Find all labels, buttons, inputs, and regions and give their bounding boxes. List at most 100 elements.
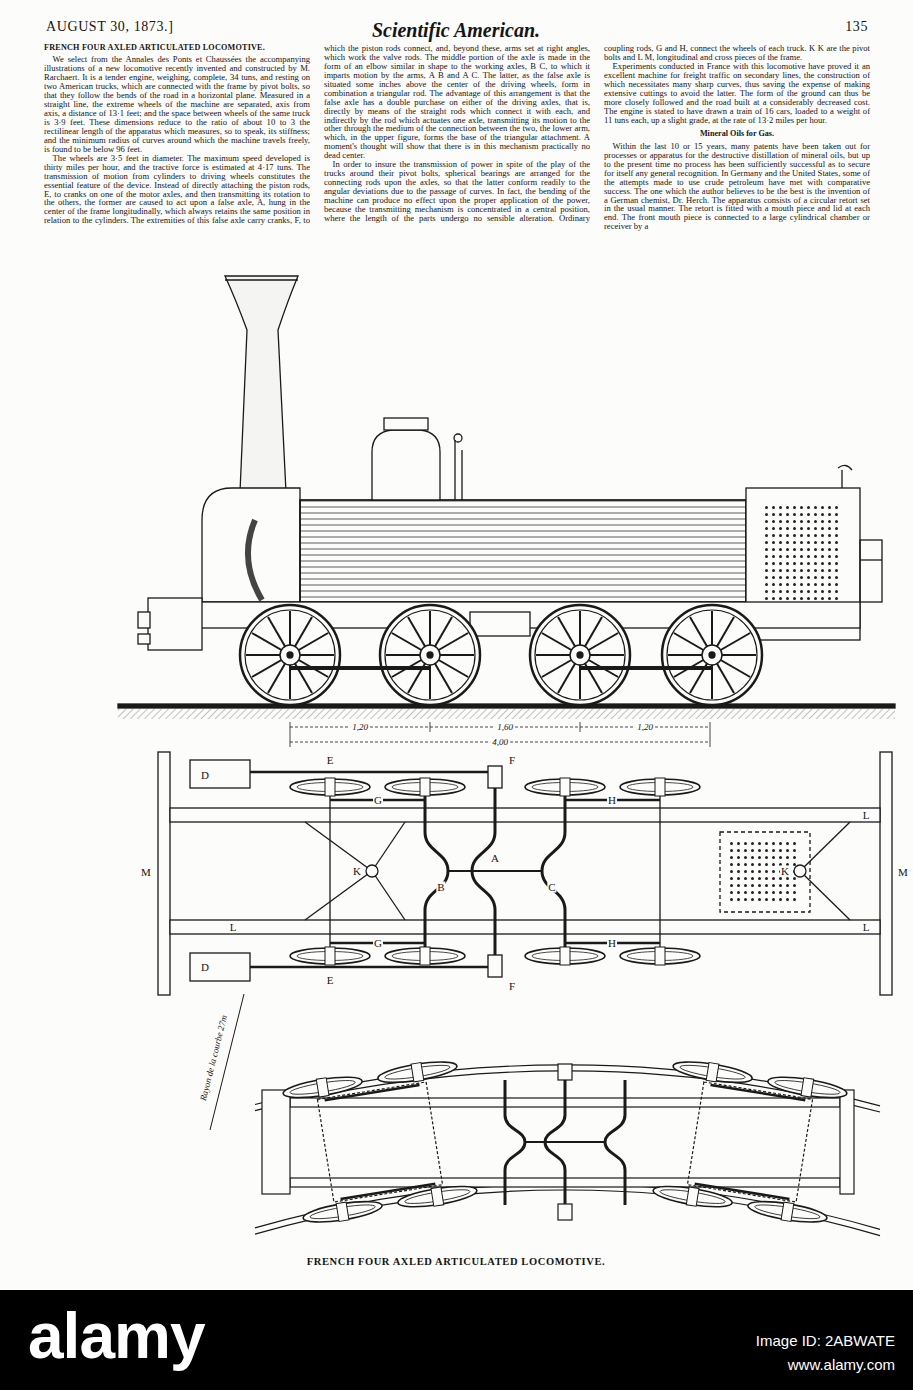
side-elevation-part (461, 450, 462, 500)
curved-plan-view-part-part (747, 1197, 829, 1227)
plan-view-part (329, 795, 330, 948)
curved-plan-view (210, 994, 880, 1236)
plan-view-part (720, 832, 810, 912)
dimension: 1,20 (350, 723, 370, 732)
side-elevation-part (384, 418, 428, 430)
side-elevation-part (710, 722, 711, 747)
side-elevation-part (430, 722, 431, 732)
curved-plan-view-part-part (711, 1085, 806, 1100)
issue-date: AUGUST 30, 1873.] (46, 20, 173, 34)
part-letter: M (897, 867, 909, 878)
side-elevation-part (454, 440, 455, 500)
curved-plan-view-part (558, 1204, 572, 1220)
plan-view-part (170, 920, 880, 934)
side-elevation-part (380, 605, 480, 705)
watermark-band (0, 1290, 913, 1390)
plan-view-part (372, 822, 405, 871)
part-letter: F (508, 981, 516, 992)
side-elevation-part (838, 465, 852, 470)
plan-view-part (425, 795, 448, 948)
plan-view-part (290, 778, 370, 796)
part-letter: D (200, 770, 210, 781)
part-letter: K (780, 866, 790, 877)
side-elevation-part (300, 500, 746, 602)
part-letter: B (436, 882, 445, 893)
dimension: 1,20 (635, 723, 655, 732)
curved-plan-view-part (255, 1184, 880, 1229)
dimension: 4,00 (490, 738, 510, 747)
watermark-logo: alamy (28, 1304, 204, 1368)
plan-view-part (730, 840, 800, 904)
plan-view-part (170, 808, 880, 822)
curved-plan-view-part (525, 1141, 605, 1143)
plan-view-part (158, 752, 170, 995)
plan-view-part (250, 771, 488, 774)
plan-view-part (525, 778, 605, 796)
curved-plan-view-part (840, 1090, 854, 1194)
plan-view-part (800, 822, 850, 871)
plan-view-part (385, 778, 465, 796)
plan-view (158, 752, 892, 995)
curved-plan-view-part-part (377, 1057, 459, 1087)
curved-plan-view-part-part (302, 1197, 384, 1227)
curved-plan-view-part (505, 1080, 525, 1205)
part-letter: D (200, 962, 210, 973)
side-elevation-part (118, 708, 895, 719)
curved-plan-view-part-part (341, 1184, 436, 1199)
part-letter: L (862, 810, 871, 821)
plan-view-part (366, 865, 378, 877)
part-letter: H (607, 795, 617, 806)
side-elevation-part (290, 666, 430, 670)
curved-plan-view-part-part (396, 1181, 478, 1211)
part-letter: C (547, 882, 556, 893)
side-elevation (118, 276, 895, 747)
plan-view-part (620, 947, 700, 965)
side-elevation-part (138, 634, 150, 644)
article-title: FRENCH FOUR AXLED ARTICULATED LOCOMOTIVE… (44, 44, 310, 52)
side-elevation-part (225, 276, 298, 492)
curved-plan-view-part-part (687, 1082, 812, 1202)
side-elevation-part (530, 605, 630, 705)
side-elevation-part (764, 505, 842, 600)
article-heading: Mineral Oils for Gas. (604, 130, 870, 138)
side-elevation-part (580, 722, 581, 732)
side-elevation-part (470, 612, 530, 636)
part-letter: L (229, 922, 238, 933)
side-elevation-part (290, 722, 291, 747)
plan-view-part (542, 795, 565, 948)
part-letter: E (326, 755, 335, 766)
side-elevation-part (202, 488, 300, 602)
part-letter: L (862, 922, 871, 933)
plan-view-part (794, 865, 806, 877)
plan-view-part (385, 947, 465, 965)
curved-plan-view-part (558, 1064, 572, 1080)
side-elevation-part (454, 434, 462, 442)
plan-view-part (372, 871, 405, 920)
plan-view-part (620, 778, 700, 796)
watermark-id: Image ID: 2ABWATE (756, 1333, 895, 1348)
side-elevation-part (841, 470, 842, 488)
side-elevation-part (148, 598, 202, 650)
curved-plan-view-part-part (317, 1082, 442, 1202)
article-paragraph: We select from the Annales des Ponts et … (44, 55, 310, 153)
plan-view-part (290, 947, 370, 965)
plan-view-part (305, 822, 372, 871)
side-elevation-part (240, 605, 340, 705)
curved-plan-view-part (262, 1090, 290, 1194)
part-letter: A (490, 853, 500, 864)
plan-view-part (488, 766, 502, 788)
part-letter: G (373, 795, 383, 806)
curved-plan-view-part (282, 1057, 479, 1227)
plan-view-part (190, 760, 250, 788)
side-elevation-part (225, 279, 298, 280)
plan-view-part (525, 947, 605, 965)
side-elevation-part (580, 666, 712, 670)
part-letter: G (373, 938, 383, 949)
article-paragraph: Experiments conducted in France with thi… (604, 62, 870, 125)
part-letter: K (352, 866, 362, 877)
plan-view-part (190, 953, 250, 981)
article-columns: FRENCH FOUR AXLED ARTICULATED LOCOMOTIVE… (44, 44, 870, 231)
figure-caption: FRENCH FOUR AXLED ARTICULATED LOCOMOTIVE… (307, 1257, 606, 1268)
side-elevation-part (138, 612, 150, 628)
